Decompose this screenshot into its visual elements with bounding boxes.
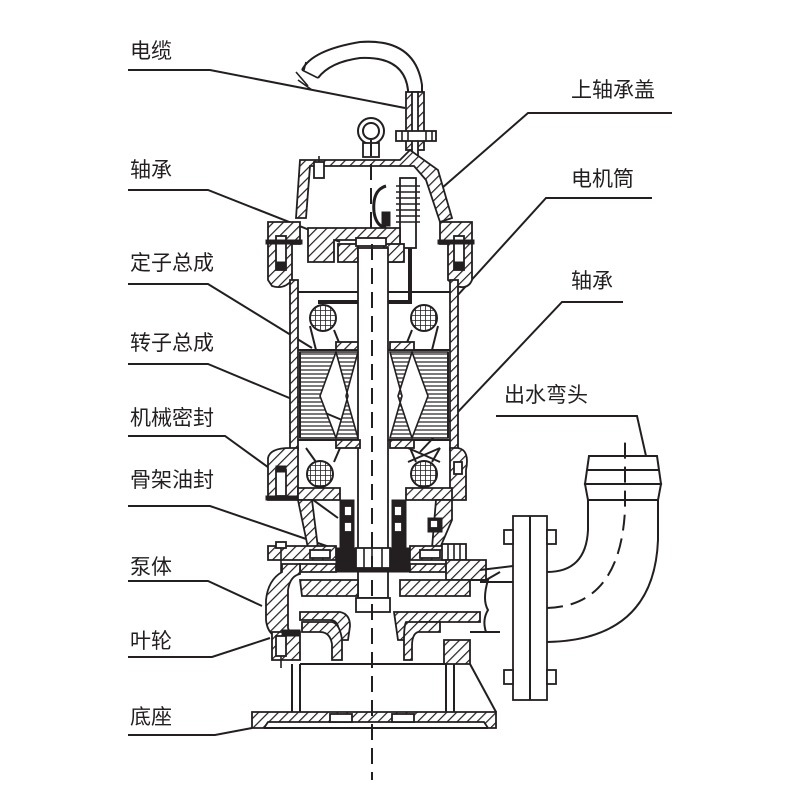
leader-line-cable — [128, 69, 406, 109]
pump-body — [265, 563, 501, 641]
label-stator-text: 定子总成 — [130, 251, 214, 275]
impeller — [271, 621, 471, 668]
outlet-elbow — [479, 440, 663, 701]
label-cable: 电缆 — [128, 39, 406, 109]
label-bearing-lower-text: 轴承 — [571, 269, 613, 293]
label-mech-seal: 机械密封 — [128, 406, 339, 519]
label-stator: 定子总成 — [128, 251, 313, 349]
leader-line-outlet-elbow — [496, 415, 647, 457]
pump-drawing — [251, 40, 663, 780]
leader-line-pump-body — [128, 580, 263, 607]
upper-bearing — [307, 227, 405, 263]
label-upper-bearing-cover: 上轴承盖 — [441, 78, 672, 189]
stator-winding-top — [309, 304, 439, 351]
label-oil-seal: 骨架油封 — [128, 468, 345, 553]
label-bearing-upper-text: 轴承 — [130, 158, 172, 182]
leader-line-base — [128, 727, 253, 736]
motor-housing — [289, 279, 459, 451]
label-outlet-elbow: 出水弯头 — [496, 383, 647, 457]
label-outlet-elbow-text: 出水弯头 — [504, 383, 588, 407]
label-impeller-text: 叶轮 — [130, 629, 172, 653]
label-rotor-text: 转子总成 — [130, 331, 214, 355]
leader-line-impeller — [128, 637, 271, 658]
leader-line-bearing-lower — [419, 301, 623, 453]
cable — [295, 40, 437, 159]
label-base-text: 底座 — [130, 705, 172, 729]
leader-line-stator — [128, 283, 313, 349]
label-pump-body: 泵体 — [128, 555, 263, 607]
stator-wire — [318, 248, 412, 304]
label-mech-seal-text: 机械密封 — [130, 406, 214, 430]
base — [251, 663, 497, 729]
stator-rotor-laminations — [299, 351, 449, 439]
label-oil-seal-text: 骨架油封 — [130, 468, 214, 492]
pump-body-bolts — [275, 541, 487, 590]
leader-line-motor-housing — [456, 197, 652, 297]
label-pump-body-text: 泵体 — [130, 555, 172, 579]
leader-line-upper-bearing-cover — [441, 112, 672, 189]
label-upper-bearing-cover-text: 上轴承盖 — [571, 78, 655, 102]
label-impeller: 叶轮 — [128, 629, 271, 658]
label-motor-housing-text: 电机筒 — [571, 167, 634, 191]
leader-line-oil-seal — [128, 505, 345, 553]
stator-winding-bottom — [305, 439, 441, 488]
label-cable-text: 电缆 — [130, 39, 172, 63]
label-bearing-lower: 轴承 — [419, 269, 623, 453]
upper-bearing-cover — [295, 148, 454, 249]
label-motor-housing: 电机筒 — [456, 167, 652, 297]
label-base: 底座 — [128, 705, 253, 736]
upper-flange — [265, 221, 475, 289]
